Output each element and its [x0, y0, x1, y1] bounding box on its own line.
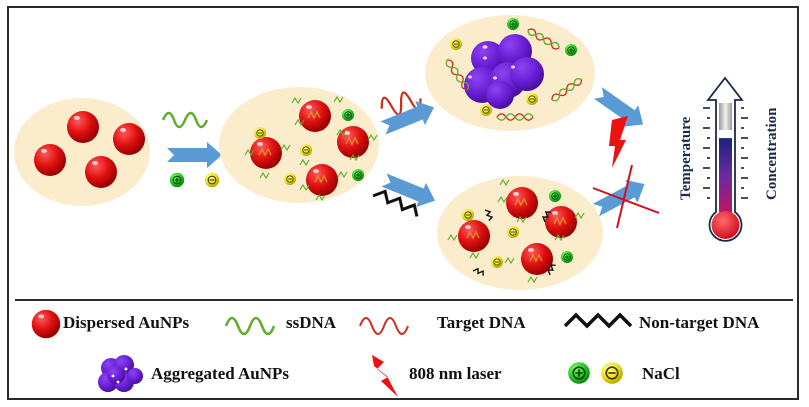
legend-label-dispersed-aunps: Dispersed AuNPs — [63, 313, 190, 332]
anion-icon — [204, 172, 220, 188]
coated-nanoparticle — [305, 163, 339, 197]
thermometer-bulb — [711, 211, 740, 239]
cation-icon — [341, 108, 355, 122]
arrow-icon — [378, 95, 439, 141]
solution-ellipse — [437, 176, 603, 290]
anion-icon — [449, 37, 463, 51]
legend-non-target-dna-icon — [563, 312, 633, 329]
thermometer-icon: Temperature Concentration — [678, 76, 780, 242]
anion-icon — [283, 172, 297, 186]
thermometer-fill — [719, 138, 732, 220]
coated-nanoparticle — [457, 219, 491, 253]
legend-label-aggregated-aunps: Aggregated AuNPs — [151, 364, 290, 383]
laser-section — [589, 82, 660, 229]
legend-label-target-dna: Target DNA — [437, 313, 526, 332]
coated-nanoparticle — [505, 186, 539, 220]
laser-icon — [609, 116, 628, 168]
gold-nanoparticle — [67, 111, 99, 143]
coated-nanoparticle — [298, 99, 332, 133]
branch-non-target-dna — [372, 167, 440, 217]
anion-icon — [490, 255, 504, 269]
figure-frame — [7, 6, 799, 400]
coated-nanoparticle — [249, 136, 283, 170]
arrow-icon — [167, 142, 222, 168]
solution-ellipse — [219, 87, 379, 203]
legend-divider — [15, 299, 793, 301]
legend-nacl-icon — [567, 361, 624, 385]
cation-icon — [560, 250, 574, 264]
legend-target-dna-icon — [359, 317, 409, 335]
cation-icon — [169, 172, 185, 188]
legend-label-non-target-dna: Non-target DNA — [639, 313, 760, 332]
ssdna-icon — [161, 111, 209, 129]
legend-aggregated-aunps-icon — [98, 355, 143, 392]
solution-ellipse — [14, 98, 150, 206]
gold-nanoparticle — [34, 144, 66, 176]
anion-icon — [506, 225, 520, 239]
legend-label-nacl: NaCl — [642, 364, 680, 383]
cation-icon — [548, 189, 562, 203]
stage-dispersed-non-target — [437, 176, 603, 290]
non-target-dna-icon — [372, 189, 419, 217]
temperature-label: Temperature — [678, 116, 694, 200]
legend-ssdna-icon — [224, 316, 276, 336]
legend-laser-icon — [372, 355, 398, 397]
concentration-label: Concentration — [764, 107, 780, 200]
aggregate-cluster — [464, 34, 544, 109]
coated-nanoparticle — [544, 205, 578, 239]
anion-icon — [479, 103, 493, 117]
stage-ssdna-coated-aunps — [219, 87, 379, 203]
cross-icon — [592, 187, 660, 214]
gold-nanoparticle — [113, 123, 145, 155]
cation-icon — [506, 17, 520, 31]
legend-label-laser: 808 nm laser — [409, 364, 502, 383]
anion-icon — [253, 126, 267, 140]
legend-dispersed-aunps-icon — [31, 309, 61, 339]
step-add-ssdna — [161, 111, 222, 188]
thermometer-ticks — [741, 107, 748, 199]
anion-icon — [525, 92, 539, 106]
thermometer-ticks — [703, 107, 710, 199]
anion-icon — [299, 143, 313, 157]
anion-icon — [461, 208, 475, 222]
cation-icon — [564, 43, 578, 57]
legend-label-ssdna: ssDNA — [286, 313, 337, 332]
stage-aggregated-aunps — [425, 15, 595, 131]
legend — [31, 309, 633, 397]
branch-target-dna — [378, 91, 439, 141]
cation-icon — [351, 168, 365, 182]
stage-dispersed-aunps — [14, 98, 150, 206]
coated-nanoparticle — [336, 125, 370, 159]
gold-nanoparticle — [85, 156, 117, 188]
